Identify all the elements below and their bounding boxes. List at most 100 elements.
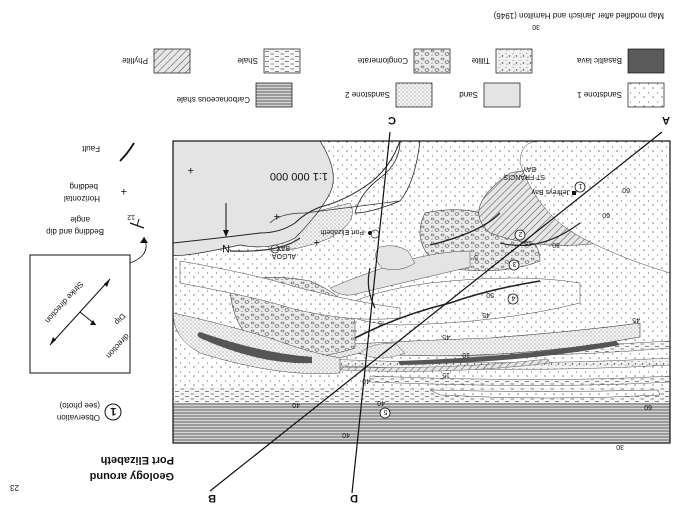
bedding-dip-label-1: Bedding and dip bbox=[46, 227, 104, 236]
horizontal-bedding-label-1: Horizontal bbox=[64, 194, 100, 203]
sand-dune-east bbox=[329, 250, 471, 296]
legend-swatch-tillite bbox=[495, 48, 533, 74]
strike-dip-inset bbox=[29, 254, 131, 374]
sandstone-2-patch bbox=[359, 342, 406, 359]
dip-reading: 10 bbox=[462, 351, 470, 358]
legend-label-shale: Shale bbox=[237, 56, 258, 65]
map-credit: Map modified after Janisch and Hamilton … bbox=[493, 11, 664, 20]
map-title-line-1: Geology around bbox=[90, 470, 174, 482]
dip-reading: 5 bbox=[378, 319, 382, 326]
legend-swatch-sand bbox=[483, 82, 521, 108]
horizontal-bedding-label-2: bedding bbox=[70, 182, 98, 191]
legend-label-phyllite: Phyllite bbox=[122, 56, 148, 65]
page-number: 23 bbox=[10, 483, 19, 492]
coastline-sandstone bbox=[354, 141, 421, 214]
observation-legend-symbol bbox=[104, 403, 122, 421]
sandstone-2-belt bbox=[278, 322, 641, 366]
dip-reading: 30 bbox=[532, 23, 540, 30]
dip-reading: 50 bbox=[486, 291, 494, 298]
section-label-b: B bbox=[208, 492, 216, 504]
observation-points: 1 2 3 4 5 bbox=[379, 181, 586, 419]
section-line-cd bbox=[351, 131, 391, 494]
legend-swatch-conglomerate bbox=[413, 48, 451, 74]
dip-reading: 45 bbox=[442, 333, 450, 340]
legend-label-basaltic-lava: Basaltic lava bbox=[577, 56, 622, 65]
observation-3: 3 bbox=[513, 260, 517, 267]
dip-reading: 15 bbox=[524, 239, 532, 246]
legend-label-tillite: Tillite bbox=[471, 56, 490, 65]
map-scale: 1:1 000 000 bbox=[270, 170, 328, 182]
dip-reading: 45 bbox=[632, 316, 640, 323]
place-port-elizabeth: Port Elizabeth bbox=[320, 228, 364, 235]
pond-1 bbox=[270, 244, 280, 254]
horizontal-bedding-symbol: + bbox=[121, 185, 127, 197]
fault-lagoon bbox=[269, 200, 401, 224]
basaltic-lava-band bbox=[197, 332, 312, 364]
bedding-dip-label-2: angle bbox=[70, 215, 90, 224]
section-line-ab bbox=[209, 131, 663, 492]
legend-swatch-sandstone-1 bbox=[627, 82, 665, 108]
legend-label-sand: Sand bbox=[459, 90, 478, 99]
shale-belt bbox=[173, 387, 670, 403]
legend-swatch-phyllite bbox=[153, 48, 191, 74]
legend-swatch-sandstone-2 bbox=[395, 82, 433, 108]
horizontal-bedding-symbol-1: + bbox=[314, 236, 320, 248]
dip-reading: 30 bbox=[552, 241, 560, 248]
legend-label-carbonaceous-shale: Carbonaceous shale bbox=[176, 95, 250, 104]
place-algoa: ALGOA bbox=[272, 252, 296, 259]
fault-label: Fault bbox=[81, 144, 100, 153]
dip-reading: 60 bbox=[602, 211, 610, 218]
sand-patch bbox=[375, 245, 416, 270]
symbol-legend: 1 Observation (see photo) Strike directi… bbox=[29, 142, 148, 422]
observation-1: 1 bbox=[579, 182, 583, 189]
legend-swatch-basaltic-lava bbox=[627, 48, 665, 74]
basaltic-lava-sliver bbox=[398, 341, 620, 365]
fault-symbol bbox=[119, 142, 135, 162]
port-elizabeth-marker bbox=[368, 231, 372, 235]
dip-reading: 30 bbox=[616, 443, 624, 450]
observation-note: (see photo) bbox=[59, 401, 100, 410]
horizontal-bedding-symbol-2: + bbox=[274, 210, 280, 222]
observation-4: 4 bbox=[512, 294, 516, 301]
map-frame bbox=[172, 140, 671, 444]
north-label: N bbox=[222, 242, 230, 254]
observation-legend-number: 1 bbox=[110, 405, 116, 417]
place-st-francis-bay: BAY bbox=[522, 165, 536, 172]
coastline bbox=[173, 141, 401, 244]
legend-label-conglomerate: Conglomerate bbox=[357, 56, 408, 65]
dip-reading: 40 bbox=[377, 399, 385, 406]
place-jeffreys-bay: Jeffreys Bay bbox=[531, 188, 570, 195]
legend-label-sandstone-2: Sandstone 2 bbox=[345, 90, 390, 99]
observation-5: 5 bbox=[384, 408, 388, 415]
sea-algoa-bay bbox=[173, 141, 334, 256]
jeffreys-bay-marker bbox=[572, 191, 576, 195]
dip-reading: 5 bbox=[474, 253, 478, 260]
dip-reading: 40 bbox=[292, 401, 300, 408]
dip-reading: 45 bbox=[482, 311, 490, 318]
carbonaceous-shale-belt bbox=[173, 403, 670, 443]
observation-label: Observation bbox=[57, 413, 100, 422]
dip-reading: 40 bbox=[342, 431, 350, 438]
section-label-d: D bbox=[350, 492, 358, 504]
place-algoa-bay: BAY bbox=[276, 244, 290, 251]
sandstone-1-west bbox=[519, 141, 670, 274]
dip-readings: 60 60 30 15 5 45 50 5 45 10 15 60 40 40 … bbox=[292, 23, 652, 450]
dip-reading: 40 bbox=[362, 377, 370, 384]
fault-coastal bbox=[229, 237, 301, 252]
horizontal-bedding-symbol-3: + bbox=[188, 164, 194, 176]
fault-south bbox=[429, 212, 501, 246]
map-title-line-2: Port Elizabeth bbox=[100, 454, 174, 466]
section-label-a: A bbox=[662, 114, 670, 126]
dip-reading: 60 bbox=[622, 186, 630, 193]
shale-band-1 bbox=[369, 375, 670, 386]
section-label-c: C bbox=[388, 114, 396, 126]
fault-main bbox=[354, 280, 541, 339]
north-arrowhead bbox=[223, 230, 229, 237]
sandstone-1-band bbox=[179, 260, 401, 320]
legend-swatch-shale bbox=[263, 48, 301, 74]
dip-reading: 15 bbox=[442, 371, 450, 378]
legend-swatch-carbonaceous-shale bbox=[255, 82, 293, 108]
geology-map: + + + bbox=[173, 141, 670, 443]
